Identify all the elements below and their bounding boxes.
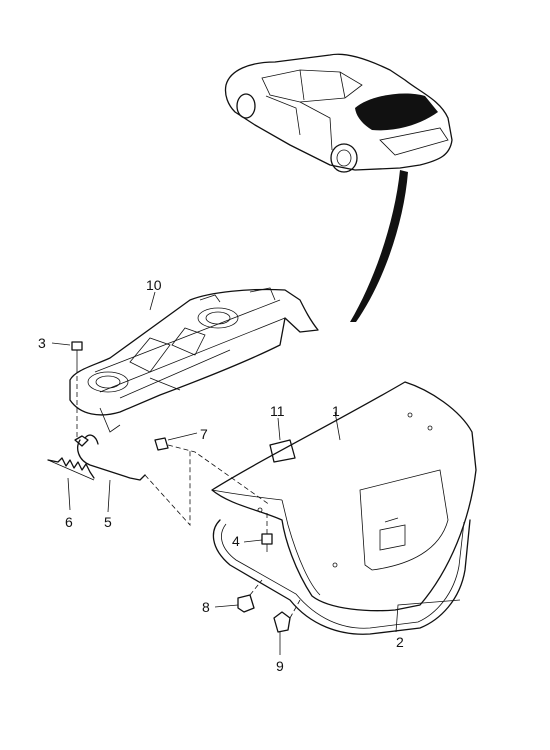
car-illustration bbox=[224, 53, 453, 322]
bumper-stop bbox=[154, 437, 271, 506]
callout-10: 10 bbox=[146, 277, 162, 293]
callout-2: 2 bbox=[396, 634, 404, 650]
callout-9: 9 bbox=[276, 658, 284, 674]
callout-3: 3 bbox=[38, 335, 46, 351]
rear-package-tray bbox=[69, 287, 319, 433]
cap bbox=[273, 599, 301, 633]
callout-11: 11 bbox=[270, 403, 285, 419]
torsion-bar bbox=[74, 434, 191, 527]
callout-6: 6 bbox=[65, 514, 73, 530]
latch bbox=[237, 579, 263, 613]
callout-1: 1 bbox=[332, 403, 340, 419]
bolt bbox=[71, 341, 83, 440]
trunk-lid bbox=[211, 381, 477, 612]
callout-5: 5 bbox=[104, 514, 112, 530]
callout-8: 8 bbox=[202, 599, 210, 615]
lid-pad bbox=[269, 439, 296, 463]
lid-bolt bbox=[261, 510, 273, 552]
leader-lines bbox=[51, 291, 461, 655]
weatherstrip bbox=[212, 519, 471, 635]
callout-7: 7 bbox=[200, 426, 208, 442]
spring bbox=[47, 457, 95, 481]
callout-4: 4 bbox=[232, 533, 240, 549]
